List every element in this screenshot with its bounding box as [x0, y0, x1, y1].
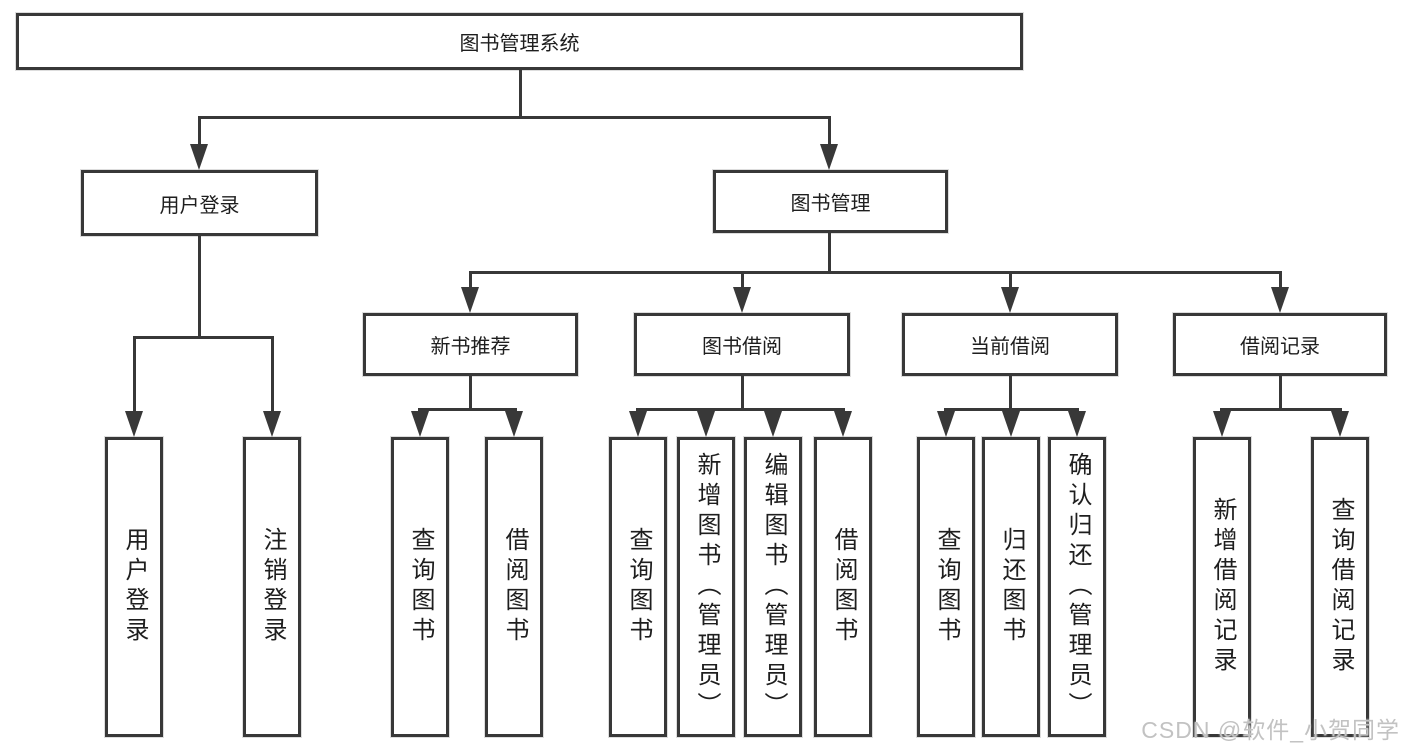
connector-line [271, 336, 274, 411]
node-label: 用户登录 [121, 527, 148, 647]
node-label: 借阅图书 [830, 527, 857, 647]
connector-arrowhead [461, 287, 479, 313]
node-label: 查询图书 [407, 527, 434, 647]
connector-line [469, 271, 472, 287]
node-label: 借阅记录 [1240, 336, 1320, 358]
connector-arrowhead [411, 411, 429, 437]
node-label: 归还图书 [998, 527, 1025, 647]
connector-line [1009, 376, 1012, 411]
connector-arrowhead [733, 287, 751, 313]
leaf-edit-book-admin: 编辑图书（管理员） [744, 437, 802, 737]
node-new-book-recommend: 新书推荐 [363, 313, 578, 376]
connector-line [469, 376, 472, 411]
leaf-return-book: 归还图书 [982, 437, 1040, 737]
connector-line [741, 376, 744, 411]
connector-arrowhead [1271, 287, 1289, 313]
node-user-login: 用户登录 [81, 170, 318, 236]
connector-arrowhead [1068, 411, 1086, 437]
connector-line [519, 70, 522, 118]
connector-arrowhead [1002, 411, 1020, 437]
connector-arrowhead [937, 411, 955, 437]
connector-line [198, 236, 201, 338]
leaf-query-books-recommend: 查询图书 [391, 437, 449, 737]
node-label: 借阅图书 [501, 527, 528, 647]
leaf-add-book-admin: 新增图书（管理员） [677, 437, 735, 737]
node-borrow-records: 借阅记录 [1173, 313, 1387, 376]
connector-line [133, 336, 136, 411]
connector-line [198, 116, 201, 144]
leaf-borrow-books: 借阅图书 [814, 437, 872, 737]
connector-line [198, 116, 831, 119]
connector-arrowhead [697, 411, 715, 437]
connector-line [418, 408, 517, 411]
node-label: 查询图书 [625, 527, 652, 647]
node-label: 编辑图书（管理员） [760, 452, 787, 722]
connector-arrowhead [263, 411, 281, 437]
node-label: 新增借阅记录 [1209, 497, 1236, 677]
node-label: 当前借阅 [970, 336, 1050, 358]
node-label: 新书推荐 [430, 336, 511, 358]
connector-arrowhead [505, 411, 523, 437]
node-library-system: 图书管理系统 [16, 13, 1023, 70]
connector-line [1220, 408, 1342, 411]
leaf-user-login: 用户登录 [105, 437, 163, 737]
connector-arrowhead [629, 411, 647, 437]
connector-arrowhead [1001, 287, 1019, 313]
connector-line [469, 271, 1282, 274]
connector-line [1279, 271, 1282, 287]
node-label: 图书借阅 [702, 336, 782, 358]
connector-line [828, 233, 831, 273]
node-label: 查询借阅记录 [1327, 497, 1354, 677]
node-current-borrow: 当前借阅 [902, 313, 1118, 376]
leaf-query-borrow-record: 查询借阅记录 [1311, 437, 1369, 737]
csdn-watermark: CSDN @软件_小贺同学 [1141, 717, 1400, 743]
node-book-management: 图书管理 [713, 170, 948, 233]
node-label: 用户登录 [159, 194, 240, 217]
connector-line [636, 408, 845, 411]
connector-line [133, 336, 274, 339]
leaf-borrow-books-recommend: 借阅图书 [485, 437, 543, 737]
leaf-confirm-return-admin: 确认归还（管理员） [1048, 437, 1106, 737]
node-label: 图书管理系统 [459, 33, 580, 55]
connector-arrowhead [764, 411, 782, 437]
leaf-logout: 注销登录 [243, 437, 301, 737]
node-label: 注销登录 [259, 527, 286, 647]
node-label: 新增图书（管理员） [693, 452, 720, 722]
connector-arrowhead [834, 411, 852, 437]
node-label: 图书管理 [790, 193, 871, 215]
node-book-borrow: 图书借阅 [634, 313, 850, 376]
connector-line [1009, 271, 1012, 287]
connector-line [944, 408, 1079, 411]
node-label: 确认归还（管理员） [1064, 452, 1091, 722]
leaf-add-borrow-record: 新增借阅记录 [1193, 437, 1251, 737]
leaf-query-books-current: 查询图书 [917, 437, 975, 737]
connector-arrowhead [125, 411, 143, 437]
leaf-query-books-borrow: 查询图书 [609, 437, 667, 737]
connector-arrowhead [190, 144, 208, 170]
connector-line [1279, 376, 1282, 411]
connector-line [828, 116, 831, 144]
connector-line [741, 271, 744, 287]
node-label: 查询图书 [933, 527, 960, 647]
connector-arrowhead [1331, 411, 1349, 437]
connector-arrowhead [1213, 411, 1231, 437]
connector-arrowhead [820, 144, 838, 170]
